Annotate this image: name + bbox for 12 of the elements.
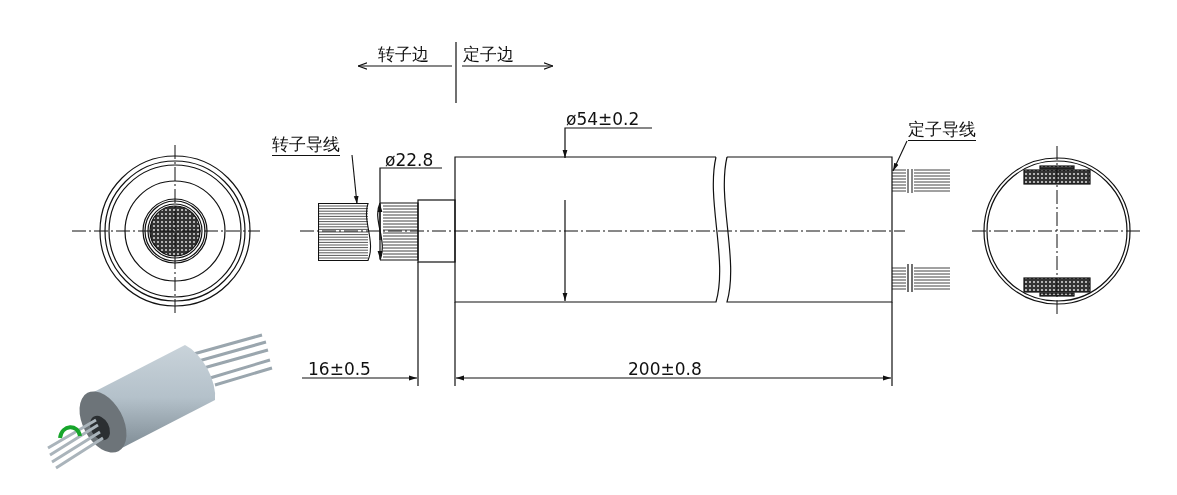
stator-wire-bundle	[892, 169, 952, 193]
side-label: 定子边	[463, 44, 514, 64]
dimension-text: 16±0.5	[308, 359, 371, 379]
dimension-text: ø22.8	[385, 150, 434, 170]
rotor-wire-bundle	[318, 203, 374, 261]
leader-line	[892, 140, 908, 172]
wire-callout: 转子导线	[272, 134, 340, 156]
side-label: 转子边	[378, 44, 429, 64]
dimension-text: 200±0.8	[628, 359, 702, 379]
dimension-text: ø54±0.2	[566, 109, 640, 129]
wire-callout: 定子导线	[908, 119, 976, 141]
leader-line	[351, 154, 359, 205]
